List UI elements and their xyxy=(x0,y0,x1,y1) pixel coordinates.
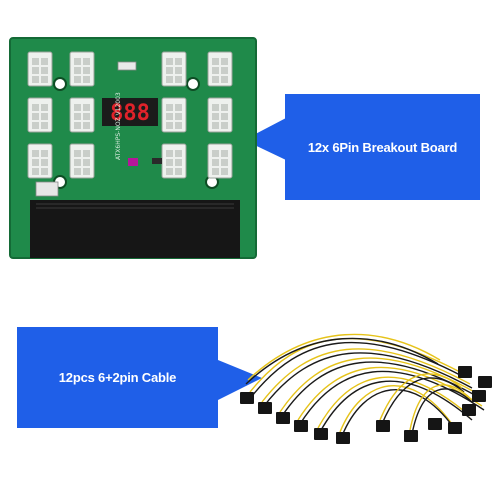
silkscreen-id: ATX6HPS-NOZ V12003 xyxy=(115,92,122,160)
led-display-reading: 888 xyxy=(110,101,150,126)
led-display xyxy=(102,98,158,126)
board-callout-label: 12x 6Pin Breakout Board xyxy=(307,139,458,155)
edge-connector xyxy=(30,200,240,258)
cable-callout-label: 12pcs 6+2pin Cable xyxy=(58,370,177,385)
cable-callout-pointer xyxy=(218,360,262,400)
board-callout-pointer xyxy=(244,118,286,160)
board-callout: 12x 6Pin Breakout Board xyxy=(285,94,480,200)
cable-callout: 12pcs 6+2pin Cable xyxy=(17,327,218,428)
